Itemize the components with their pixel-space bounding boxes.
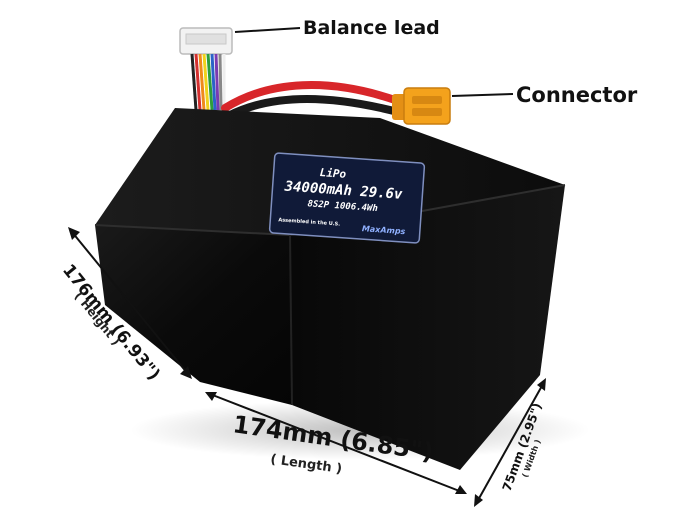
power-wires xyxy=(221,81,402,120)
balance-lead xyxy=(179,27,233,111)
label-config-energy: 8S2P 1006.4Wh xyxy=(307,199,378,214)
battery-front-face xyxy=(95,225,292,405)
label-chemistry: LiPo xyxy=(319,166,347,181)
callout-connector-text: Connector xyxy=(516,83,638,107)
callout-connector: Connector xyxy=(451,83,638,107)
callout-balance-lead: Balance lead xyxy=(234,17,440,39)
xt-connector xyxy=(392,87,451,125)
label-brand-logo: MaxAmps xyxy=(362,224,406,236)
callout-balance-lead-text: Balance lead xyxy=(303,17,440,39)
label-assembled: Assembled in the U.S. xyxy=(278,217,340,227)
product-label: LiPo 34000mAh 29.6v 8S2P 1006.4Wh Assemb… xyxy=(268,152,426,244)
battery-side-face xyxy=(290,185,565,470)
